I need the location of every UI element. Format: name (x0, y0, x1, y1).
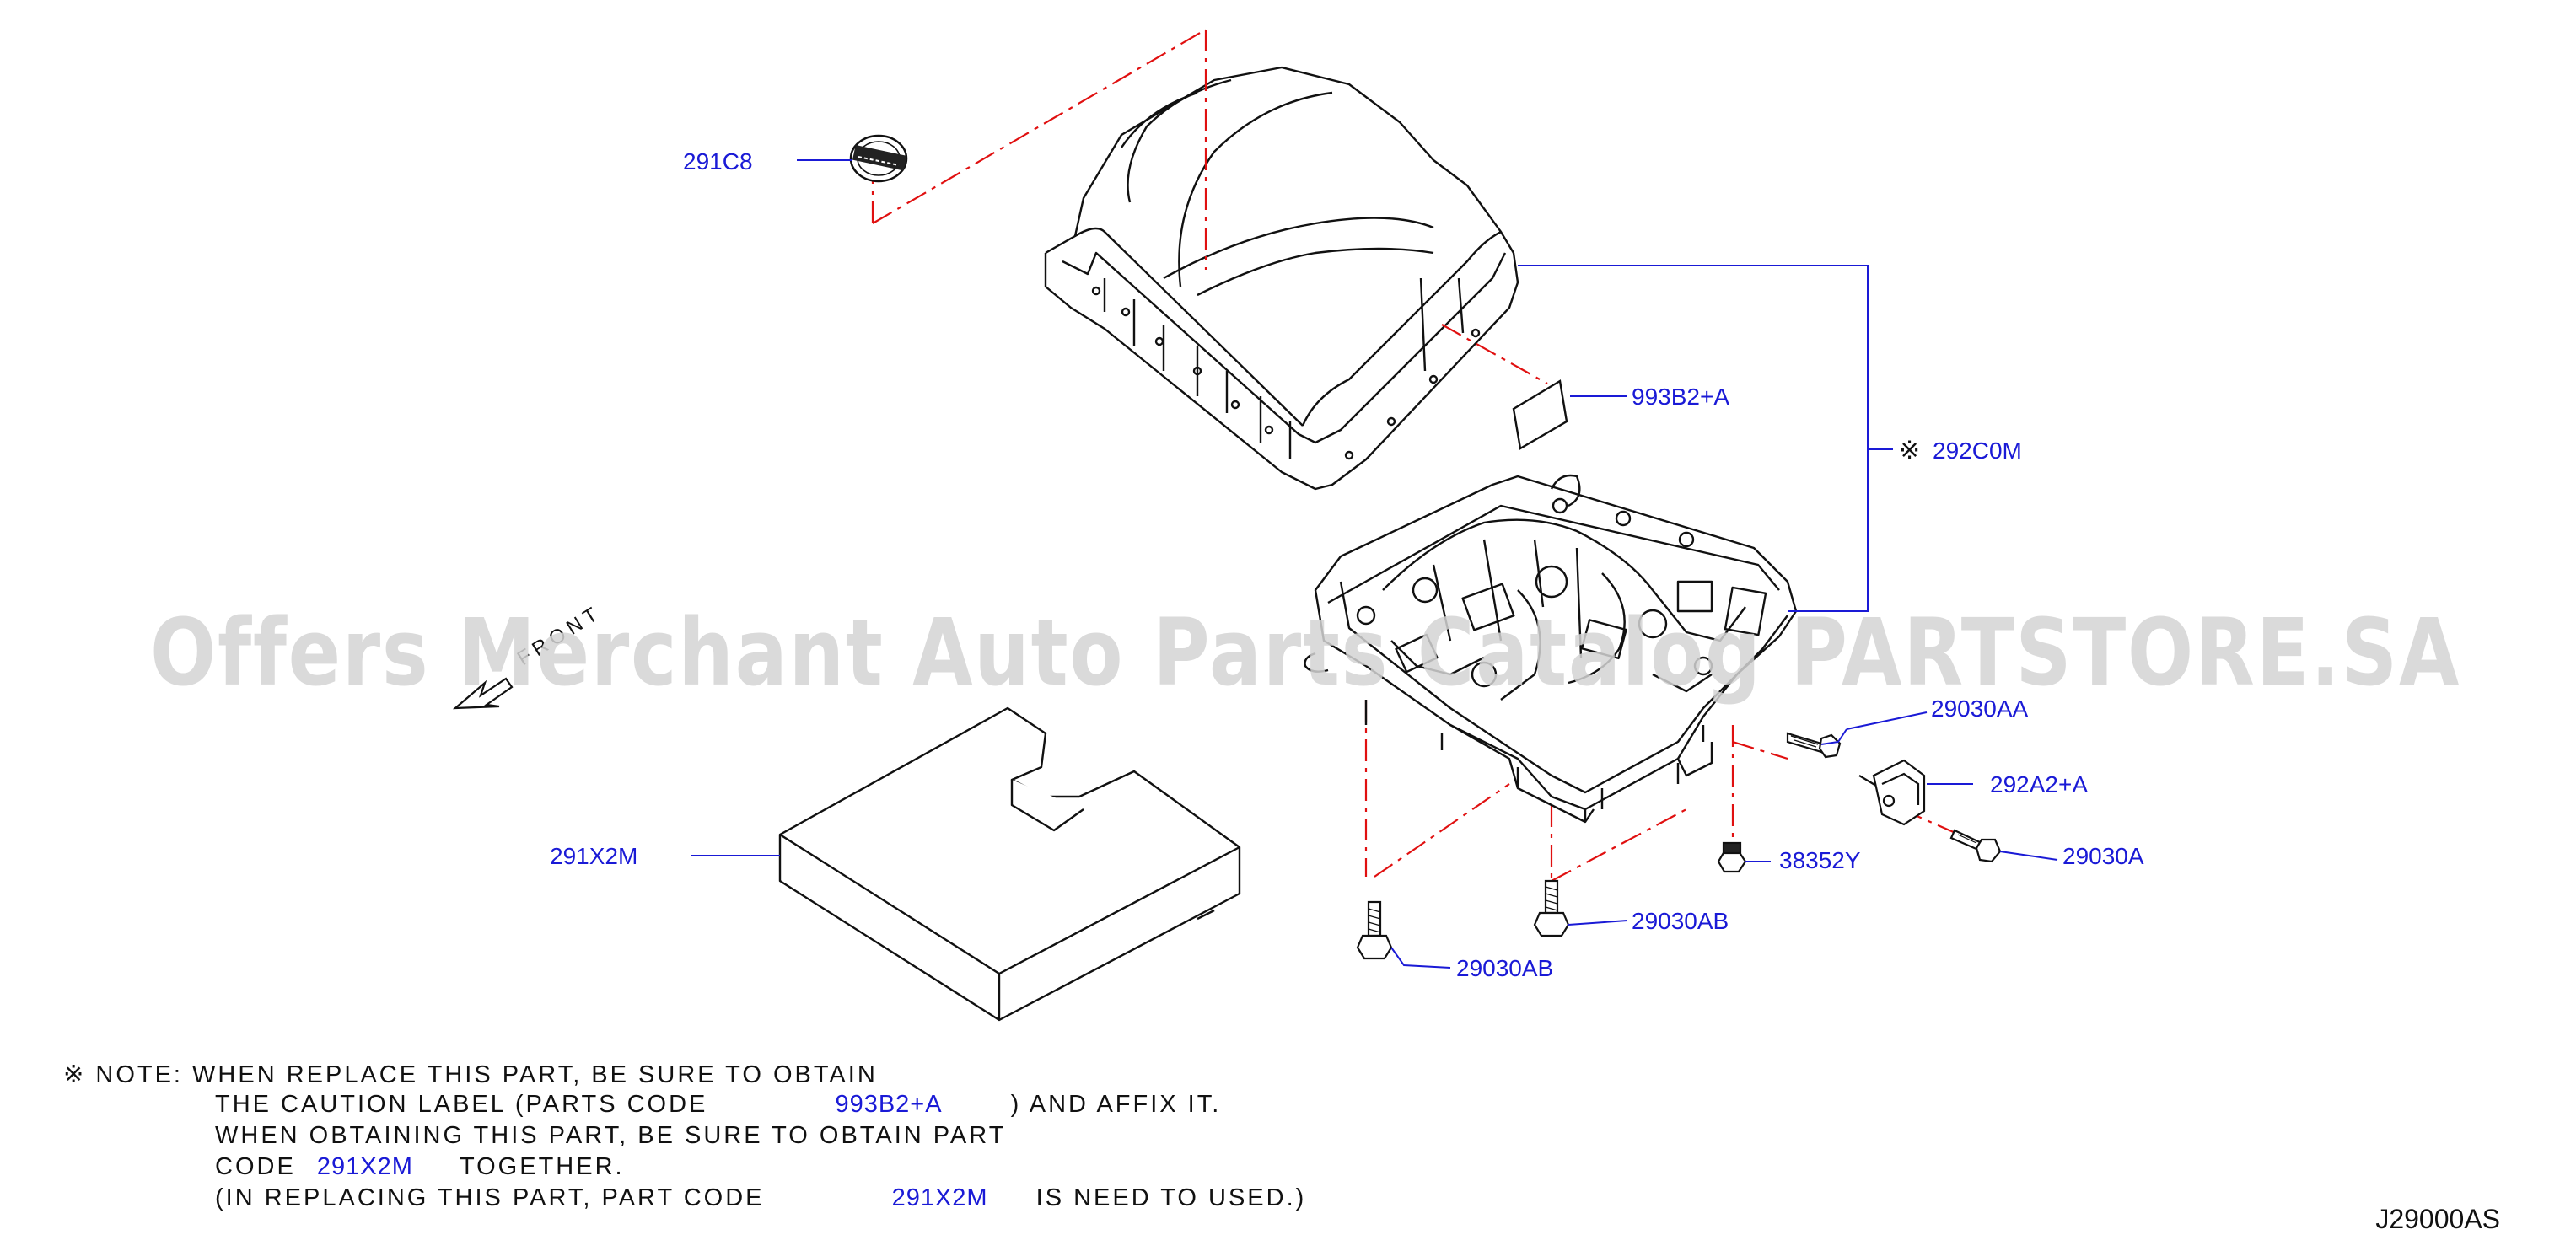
callout-292C0M[interactable]: 292C0M (1933, 438, 2022, 464)
note-code-291X2M-1[interactable]: 291X2M (316, 1153, 413, 1180)
note-text-2b: ) AND AFFIX IT. (1010, 1091, 1222, 1118)
callout-asterisk-symbol: ※ (1899, 437, 1920, 464)
note-text-5a: (IN REPLACING THIS PART, PART CODE (215, 1184, 765, 1211)
note-line-5: (IN REPLACING THIS PART, PART CODE 291X2… (215, 1184, 1306, 1212)
sensor-292A2A-part[interactable] (1858, 759, 1926, 826)
front-arrow (452, 677, 514, 710)
emblem-part[interactable] (849, 134, 908, 183)
note-text-4b: TOGETHER. (459, 1153, 625, 1180)
callout-leaders (691, 159, 2058, 969)
callout-291C8[interactable]: 291C8 (683, 148, 753, 174)
note-code-291X2M-2[interactable]: 291X2M (891, 1184, 988, 1211)
callout-29030AB-lower[interactable]: 29030AB (1456, 955, 1553, 981)
callout-29030AA[interactable]: 29030AA (1931, 695, 2029, 722)
cover-291X2M-part[interactable] (778, 706, 1241, 1022)
note-line-1: ※ NOTE: WHEN REPLACE THIS PART, BE SURE … (63, 1060, 878, 1089)
note-code-993B2A[interactable]: 993B2+A (835, 1091, 943, 1118)
callout-292A2A[interactable]: 292A2+A (1990, 771, 2088, 797)
note-symbol: ※ (63, 1061, 87, 1088)
note-text-2a: THE CAUTION LABEL (PARTS CODE (215, 1091, 708, 1118)
note-text-5b: IS NEED TO USED.) (1035, 1184, 1307, 1211)
note-line-3: WHEN OBTAINING THIS PART, BE SURE TO OBT… (215, 1122, 1006, 1150)
callout-29030AB-upper[interactable]: 29030AB (1632, 908, 1729, 934)
callout-38352Y[interactable]: 38352Y (1779, 847, 1861, 873)
note-text-1: NOTE: WHEN REPLACE THIS PART, BE SURE TO… (95, 1061, 878, 1088)
nut-38352Y-part[interactable] (1717, 841, 1747, 873)
top-cover (1044, 66, 1519, 491)
figure-id: J29000AS (2375, 1204, 2500, 1234)
valve-body (1304, 474, 1798, 824)
bolt-29030AB-lower-part[interactable] (1356, 900, 1393, 960)
note-text-4a: CODE (215, 1153, 296, 1180)
callout-29030A[interactable]: 29030A (2062, 843, 2144, 869)
watermark: Offers Merchant Auto Parts Catalog PARTS… (150, 599, 2460, 706)
note-line-4: CODE 291X2M TOGETHER. (215, 1153, 625, 1181)
bolt-29030AA-part[interactable] (1786, 732, 1842, 759)
dashed-leaders (871, 29, 1970, 882)
bolt-29030A-part[interactable] (1949, 829, 2002, 863)
callout-993B2A[interactable]: 993B2+A (1632, 384, 1729, 410)
note-text-3: WHEN OBTAINING THIS PART, BE SURE TO OBT… (215, 1122, 1007, 1149)
callout-291X2M[interactable]: 291X2M (550, 843, 637, 869)
caution-label-part[interactable] (1512, 379, 1568, 450)
bolt-29030AB-upper-part[interactable] (1533, 879, 1570, 937)
note-line-2: THE CAUTION LABEL (PARTS CODE 993B2+A ) … (215, 1091, 1221, 1119)
